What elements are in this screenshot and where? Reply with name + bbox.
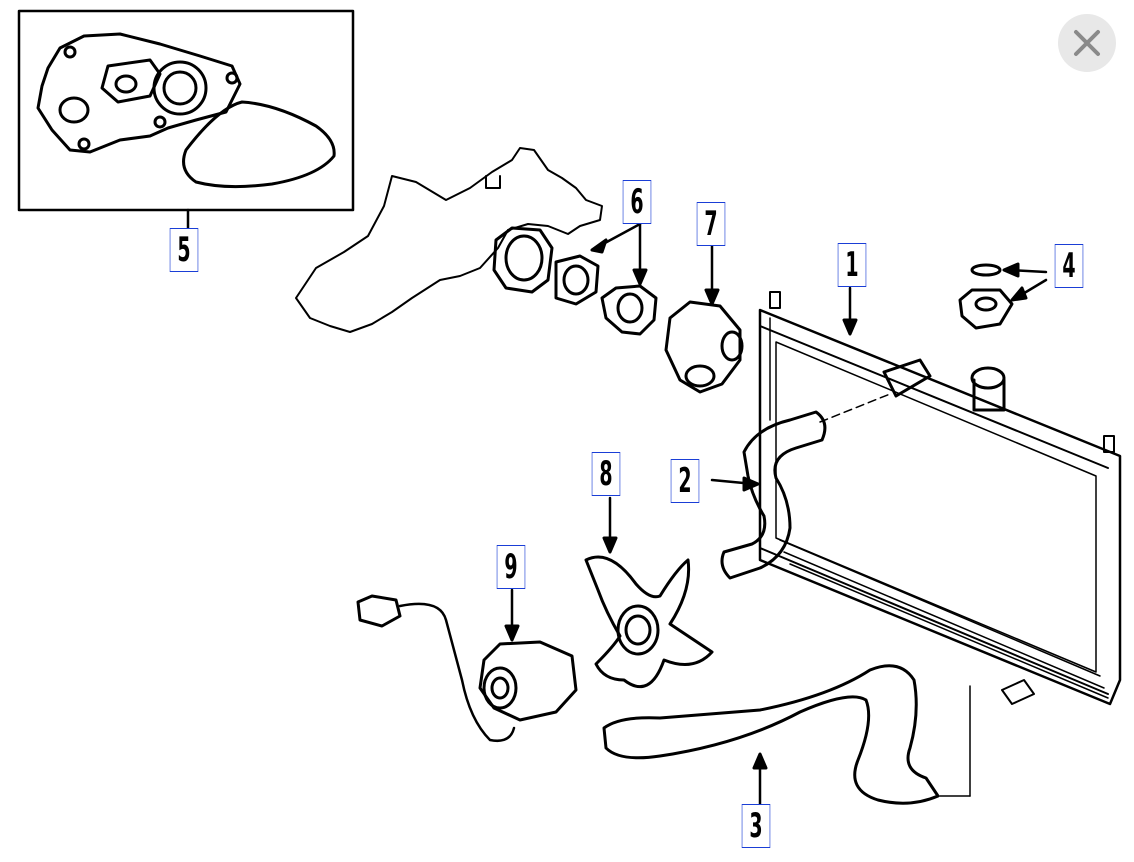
- callout-1[interactable]: 1: [837, 243, 867, 287]
- callout-3[interactable]: 3: [741, 804, 771, 848]
- callout-9[interactable]: 9: [496, 545, 526, 589]
- callout-2[interactable]: 2: [670, 459, 700, 503]
- radiator-cap: [958, 263, 1014, 330]
- callout-5[interactable]: 5: [169, 228, 199, 272]
- lower-hose: [602, 664, 940, 805]
- engine-block-outline: [295, 147, 603, 333]
- thermostat-assembly: [492, 226, 658, 336]
- fan-motor: [356, 594, 578, 742]
- callout-8[interactable]: 8: [591, 452, 621, 496]
- close-button[interactable]: [1058, 14, 1116, 72]
- callout-4[interactable]: 4: [1054, 244, 1084, 288]
- water-outlet: [664, 300, 744, 394]
- callout-7[interactable]: 7: [696, 202, 726, 246]
- water-pump-inset: [17, 9, 355, 212]
- upper-hose: [720, 410, 827, 580]
- callout-6[interactable]: 6: [622, 180, 652, 224]
- cooling-fan: [584, 555, 714, 689]
- radiator: [758, 291, 1122, 706]
- close-icon: [1074, 30, 1100, 56]
